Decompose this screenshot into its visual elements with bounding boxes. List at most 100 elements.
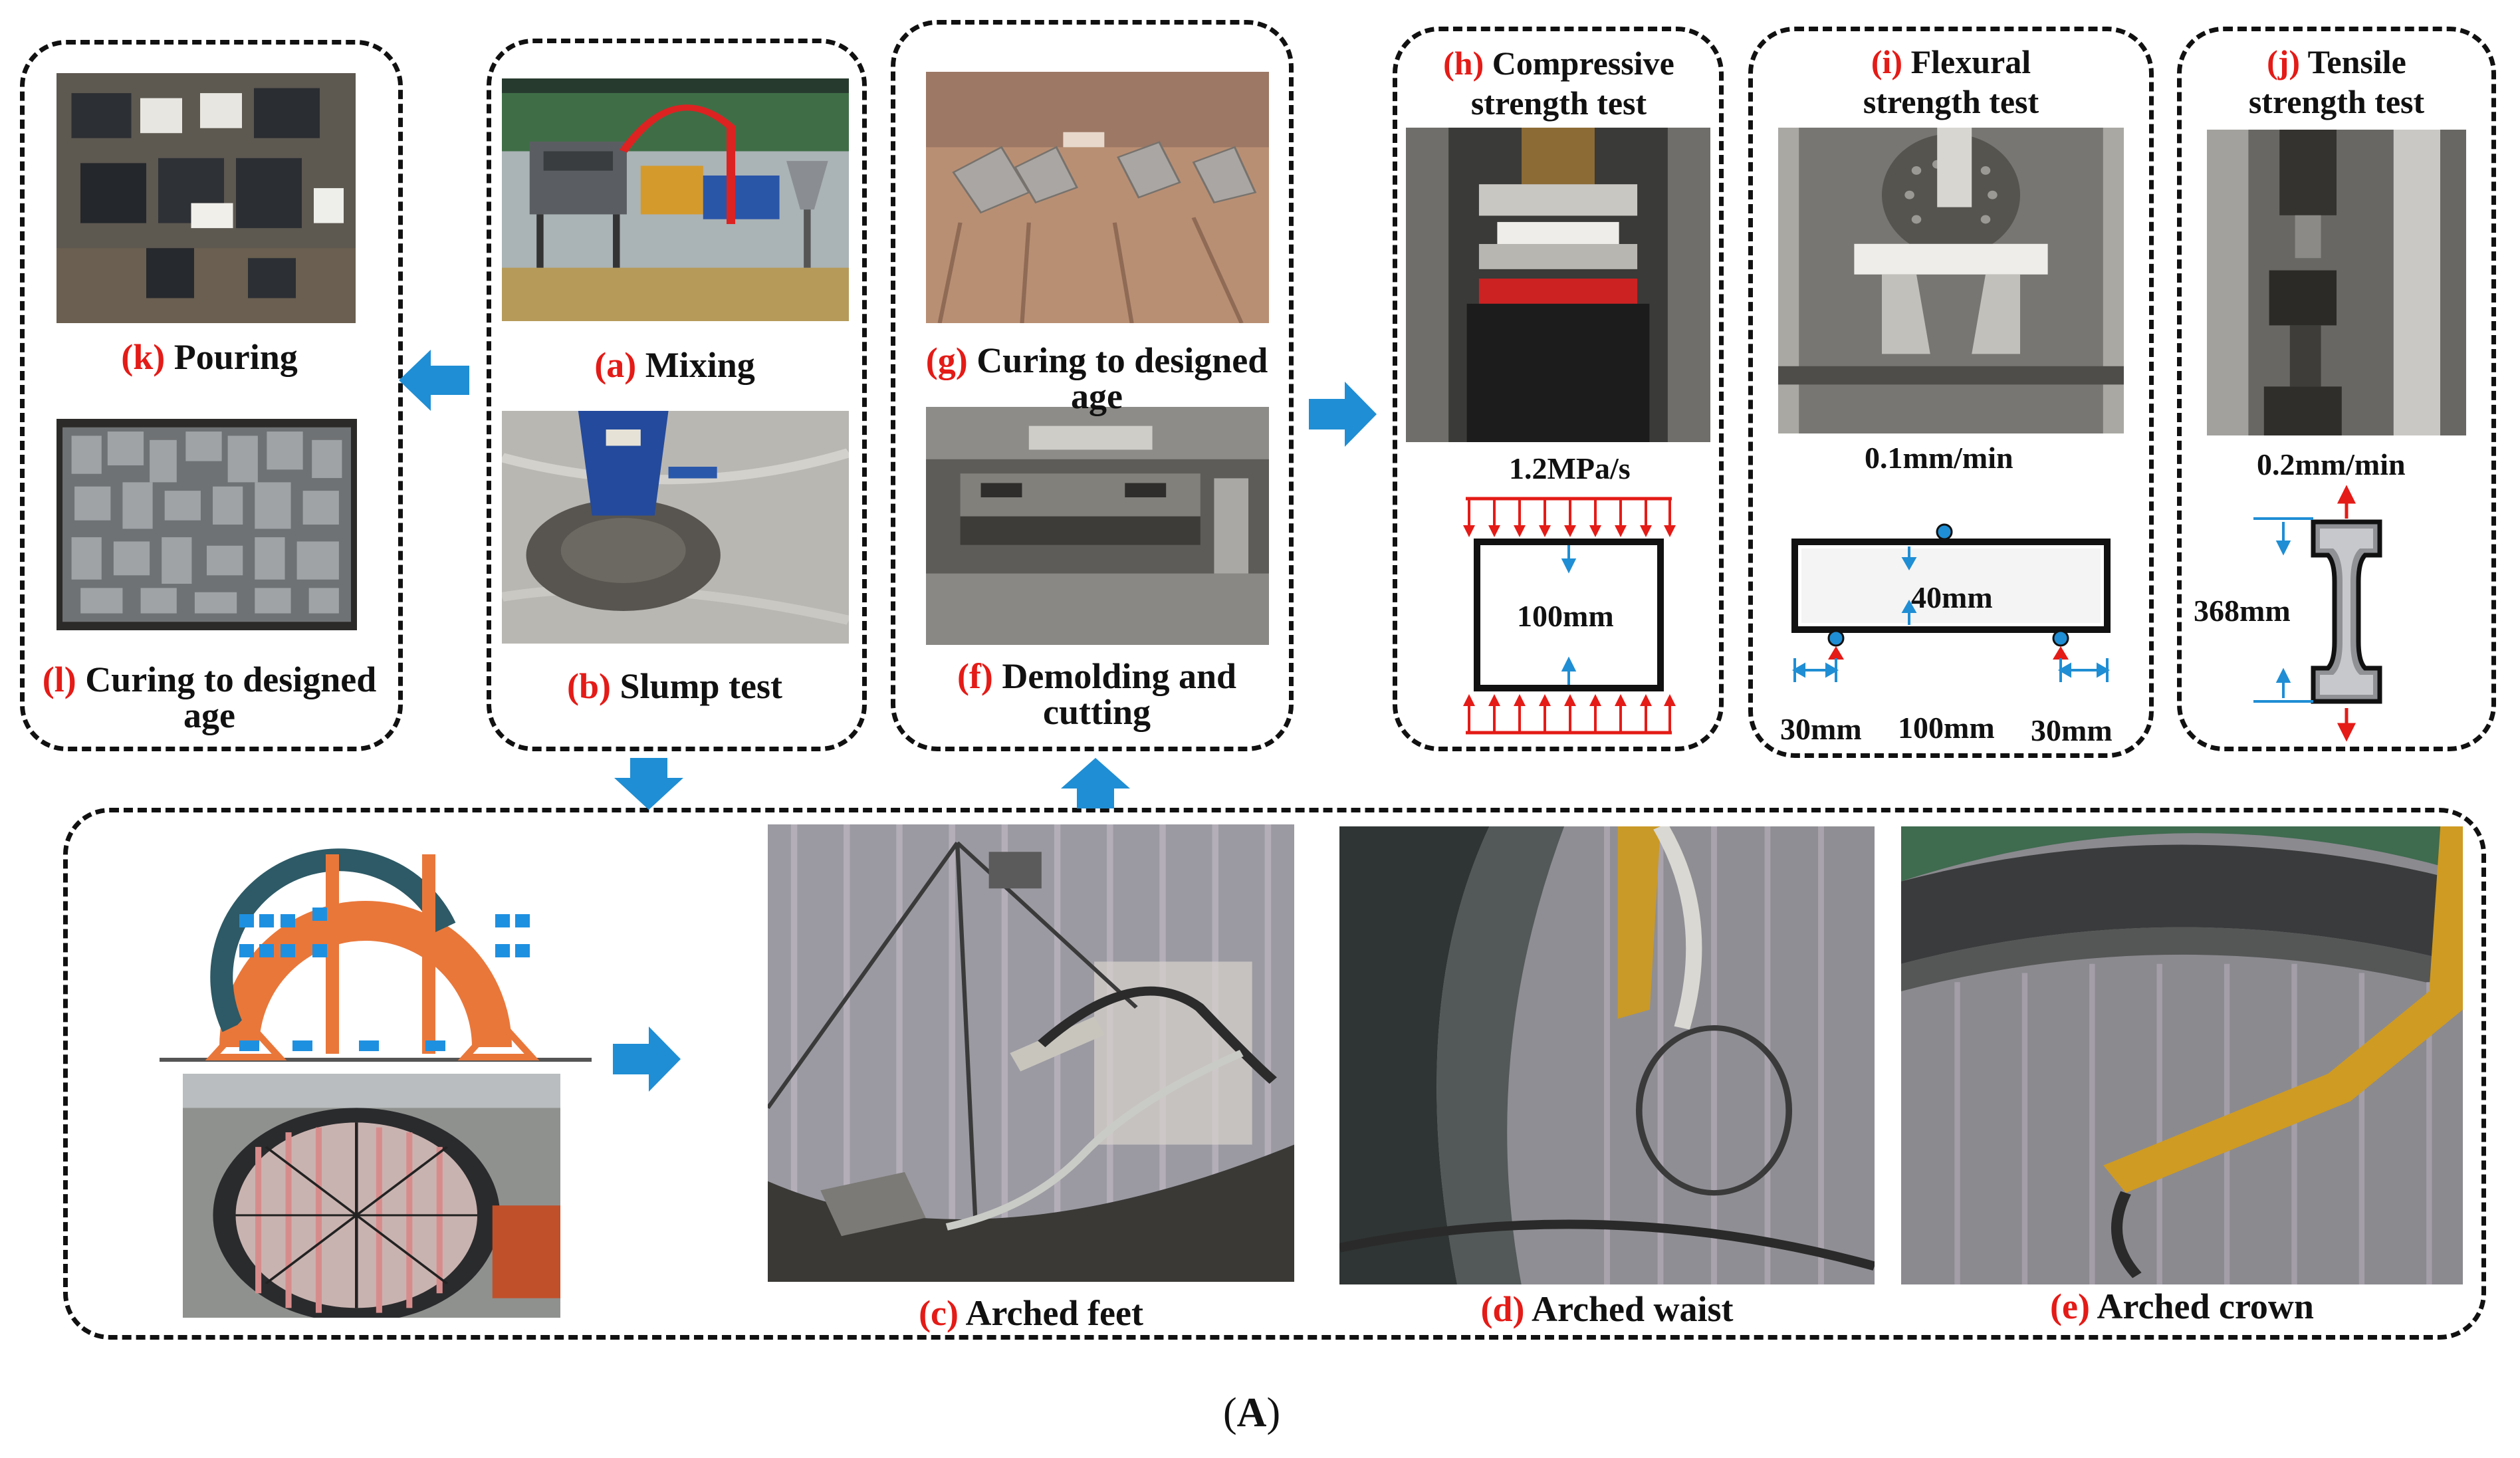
caption-compressive: (h) Compressive strength test — [1403, 47, 1715, 120]
flexural-load-diagram — [1791, 523, 2111, 682]
caption-label: Pouring — [173, 337, 298, 377]
load-arrow-head — [1539, 694, 1551, 706]
caption-label: Compressive — [1492, 45, 1674, 82]
caption-arched-crown: (e) Arched crown — [1901, 1288, 2463, 1324]
caption-label-line2: strength test — [1470, 84, 1647, 122]
caption-letter: (i) — [1871, 43, 1903, 80]
caption-arched-waist: (d) Arched waist — [1339, 1291, 1875, 1327]
flexural-overhang-left-label: 30mm — [1780, 712, 1862, 746]
flexural-span-label: 100mm — [1898, 711, 1995, 745]
caption-slump-test: (b) Slump test — [502, 668, 848, 704]
caption-curing-room: (g) Curing to designed age — [907, 342, 1286, 414]
photo-tensile-test — [2207, 130, 2466, 435]
flexural-overhang-right-label: 30mm — [2031, 713, 2113, 747]
caption-label: Arched feet — [965, 1293, 1143, 1333]
tunnel-model-render — [160, 828, 592, 1064]
arrow-up-to-demolding — [1061, 758, 1130, 808]
group-box-spraying — [63, 808, 2486, 1340]
photo-tunnel-model — [183, 1074, 560, 1318]
photo-demolding-cutting — [926, 407, 1269, 645]
load-arrow-head — [1664, 525, 1676, 537]
compressive-size-label: 100mm — [1517, 599, 1614, 633]
caption-letter: (j) — [2267, 43, 2301, 80]
caption-label: Arched crown — [2097, 1286, 2314, 1326]
caption-label-line2: age — [1071, 376, 1123, 416]
photo-arched-crown — [1901, 826, 2463, 1284]
caption-letter: (h) — [1443, 45, 1484, 82]
load-arrow-head — [1463, 694, 1475, 706]
load-arrow-head — [1488, 525, 1500, 537]
caption-flexural: (i) Flexural strength test — [1762, 45, 2140, 118]
group-box-pouring-curing — [20, 40, 403, 751]
caption-label-line2: age — [183, 695, 235, 735]
caption-label: Demolding and — [1002, 656, 1237, 696]
photo-arched-feet — [768, 824, 1294, 1282]
photo-compressive-test — [1406, 128, 1710, 442]
load-arrow-head — [1615, 525, 1627, 537]
photo-curing-room — [926, 72, 1269, 323]
photo-mixing — [502, 78, 849, 321]
flexural-depth-label: 40mm — [1911, 580, 1993, 614]
caption-label-line2: cutting — [1043, 692, 1151, 732]
caption-letter: (d) — [1480, 1289, 1525, 1329]
caption-demolding: (f) Demolding and cutting — [907, 658, 1286, 730]
compressive-rate-label: 1.2MPa/s — [1509, 451, 1631, 485]
photo-slump-test — [502, 411, 849, 644]
compressive-top-load-arrows — [1463, 499, 1676, 537]
load-arrow-head — [1539, 525, 1551, 537]
caption-letter: (c) — [919, 1293, 959, 1333]
group-box-mixing-slump — [487, 39, 867, 751]
caption-letter: (a) — [594, 345, 637, 385]
tensile-rate-label: 0.2mm/min — [2257, 447, 2406, 481]
photo-pouring — [57, 73, 356, 323]
group-box-curing-demolding — [891, 20, 1294, 751]
load-arrow-head — [1664, 694, 1676, 706]
caption-label: Arched waist — [1532, 1289, 1734, 1329]
load-arrow-head — [1514, 525, 1526, 537]
caption-label: Mixing — [645, 345, 755, 385]
arrow-left-to-pouring — [399, 350, 469, 411]
compressive-load-diagram — [1463, 497, 1676, 735]
tensile-specimen-diagram — [2253, 485, 2382, 742]
caption-label: Curing to designed — [976, 340, 1268, 380]
caption-label-line2: strength test — [2248, 83, 2425, 120]
group-box-flexural — [1748, 27, 2154, 758]
caption-pouring: (k) Pouring — [53, 339, 366, 375]
arrow-down-to-spraying — [614, 758, 683, 810]
caption-letter: (e) — [2050, 1286, 2090, 1326]
figure-label: (A) — [1223, 1390, 1280, 1437]
tensile-length-label: 368mm — [2194, 594, 2291, 628]
group-box-compressive — [1393, 27, 1724, 751]
caption-letter: (l) — [42, 660, 76, 699]
caption-letter: (b) — [566, 666, 611, 706]
flexural-rate-label: 0.1mm/min — [1865, 441, 2013, 475]
load-arrow-head — [1488, 694, 1500, 706]
caption-label-line2: strength test — [1863, 83, 2039, 120]
load-arrow-head — [1640, 525, 1652, 537]
group-box-tensile — [2177, 27, 2496, 751]
caption-curing-left: (l) Curing to designed age — [37, 662, 382, 733]
photo-curing-left — [57, 419, 357, 630]
load-arrow-head — [1463, 525, 1475, 537]
load-arrow-head — [1589, 694, 1601, 706]
load-arrow-head — [1615, 694, 1627, 706]
load-arrow-head — [1514, 694, 1526, 706]
caption-tensile: (j) Tensile strength test — [2187, 45, 2486, 118]
caption-arched-feet: (c) Arched feet — [768, 1295, 1294, 1331]
caption-label: Slump test — [620, 666, 783, 706]
caption-label: Flexural — [1910, 43, 2031, 80]
caption-letter: (k) — [121, 337, 166, 377]
caption-label: Curing to designed — [85, 660, 377, 699]
photo-arched-waist — [1339, 826, 1875, 1284]
photo-flexural-test — [1778, 128, 2124, 433]
caption-mixing: (a) Mixing — [502, 347, 848, 383]
compressive-bottom-load-arrows — [1463, 694, 1676, 733]
load-arrow-head — [1640, 694, 1652, 706]
figure-label-open: ( — [1223, 1390, 1237, 1435]
load-arrow-head — [1564, 525, 1576, 537]
figure-label-close: ) — [1266, 1390, 1281, 1435]
load-arrow-head — [1564, 694, 1576, 706]
caption-letter: (f) — [957, 656, 993, 696]
arrow-right-to-tests — [1309, 382, 1377, 447]
